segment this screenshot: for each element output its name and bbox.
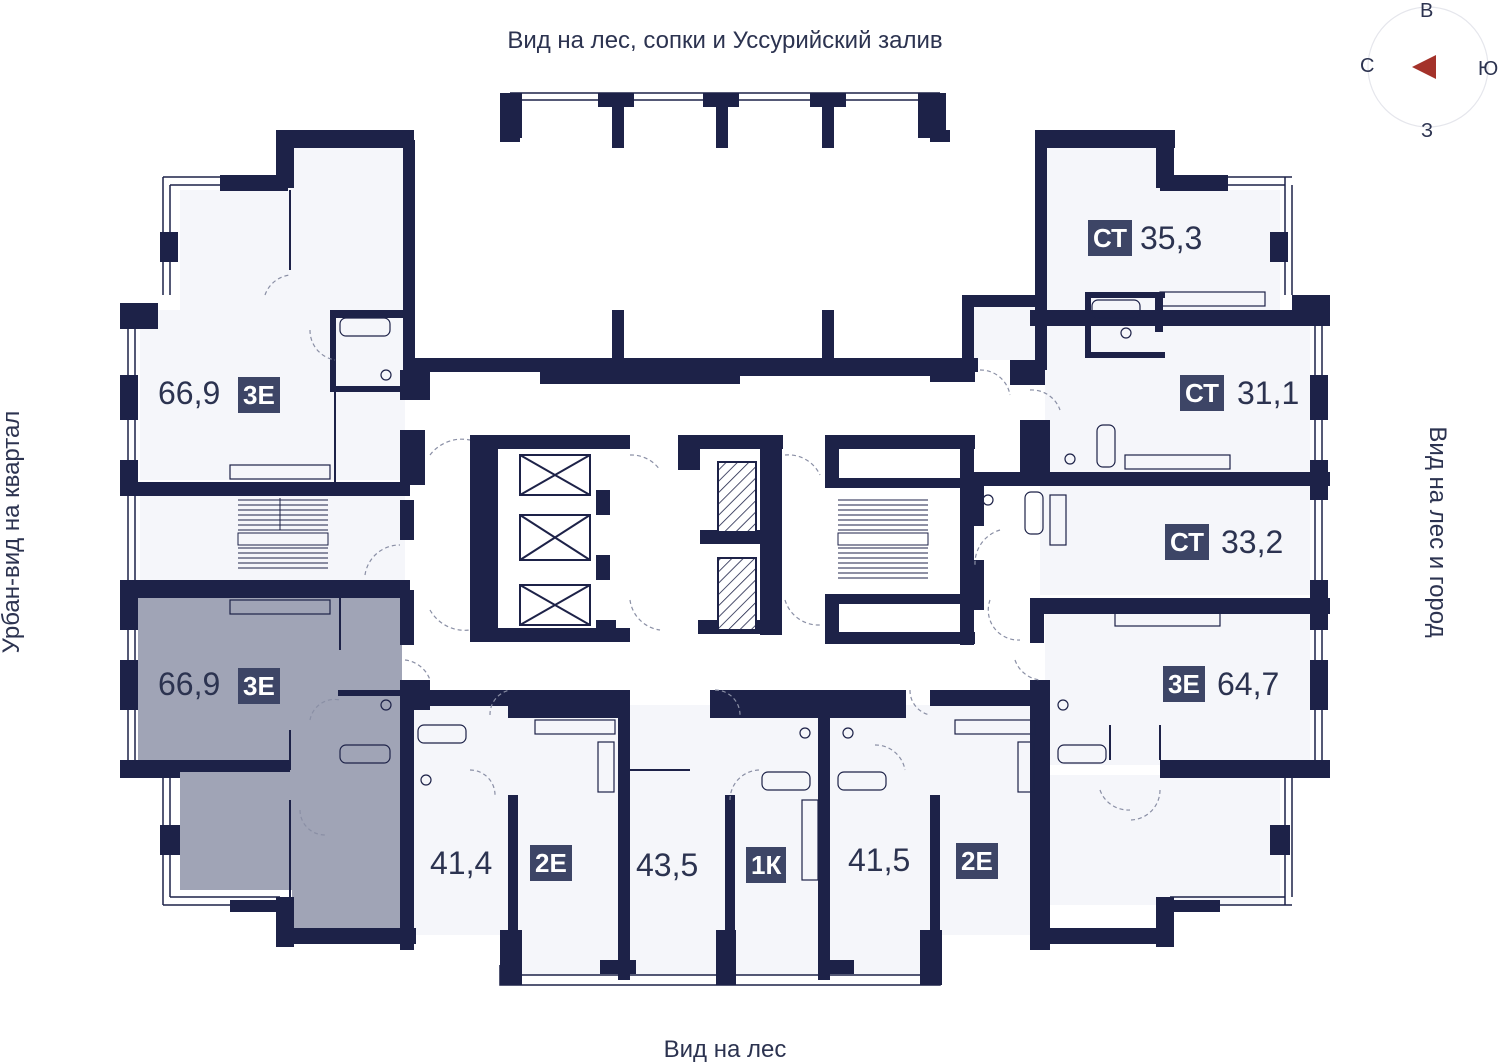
apartment-e[interactable]: СТ 33,2 [985, 487, 1310, 597]
compass-south-label: З [1421, 120, 1434, 142]
apartment-area: 43,5 [636, 847, 699, 883]
apartment-type-badge: 3Е [1163, 666, 1205, 702]
apartment-type-badge: СТ [1088, 220, 1133, 256]
shaft-hatched-2 [717, 557, 757, 631]
apartment-type-badge: 2Е [530, 845, 572, 881]
apartment-type-badge: 2Е [956, 843, 998, 879]
compass [1367, 6, 1489, 128]
doors [264, 274, 1161, 836]
apartment-type-badge: СТ [1180, 375, 1225, 411]
view-label-right: Вид на лес и город [1424, 426, 1451, 638]
apartment-nw[interactable]: 66,9 3Е [140, 145, 405, 480]
apartment-area: 41,4 [430, 845, 493, 881]
walls [120, 93, 1330, 985]
apartment-ne-1[interactable]: СТ 35,3 [1045, 150, 1280, 310]
compass-west-label: С [1360, 55, 1375, 77]
view-label-top: Вид на лес, сопки и Уссурийский залив [507, 27, 943, 54]
apartment-area: 31,1 [1237, 375, 1300, 411]
apartment-area: 33,2 [1221, 524, 1284, 560]
apartment-area: 64,7 [1217, 666, 1280, 702]
view-label-bottom: Вид на лес [663, 1036, 787, 1063]
apartment-area: 66,9 [158, 375, 221, 411]
apartment-se[interactable]: 3Е 64,7 [1045, 614, 1310, 904]
apartment-s-3[interactable]: 41,5 2Е [830, 718, 1030, 973]
view-label-left: Урбан-вид на квартал [0, 410, 25, 654]
apartment-type-badge: СТ [1165, 524, 1210, 560]
apartment-type-badge: 3Е [238, 377, 280, 413]
apartment-area: 41,5 [848, 842, 911, 878]
apartment-type-badge: 3Е [238, 668, 280, 704]
fixtures [229, 291, 1266, 881]
elevators [519, 454, 591, 626]
apartment-w-selected[interactable]: 66,9 3Е [138, 598, 402, 928]
apartment-s-1[interactable]: 41,4 2Е [414, 718, 618, 973]
apartment-area: 35,3 [1140, 220, 1203, 256]
compass-north-label: В [1420, 0, 1434, 22]
partitions [289, 190, 1161, 930]
apartment-area: 66,9 [158, 666, 221, 702]
shaft-hatched-1 [717, 461, 757, 533]
apartment-ne-2[interactable]: СТ 31,1 [1045, 325, 1310, 473]
apartment-s-2[interactable]: 43,5 1К [630, 718, 818, 973]
stairs [237, 498, 929, 579]
room-fills [140, 100, 1310, 975]
apartment-type-badge: 1К [746, 847, 787, 883]
compass-arrow-icon [1412, 55, 1436, 79]
compass-east-label: Ю [1478, 58, 1499, 80]
